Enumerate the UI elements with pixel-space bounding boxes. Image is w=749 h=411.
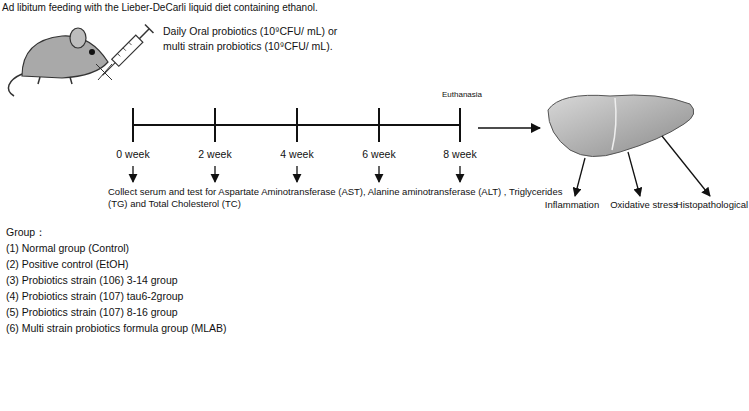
group-item: (4) Probiotics strain (107) tau6-2group bbox=[6, 290, 183, 304]
analysis-label: Inflammation bbox=[545, 199, 599, 211]
group-item: (1) Normal group (Control) bbox=[6, 242, 129, 256]
week-label: 8 week bbox=[443, 148, 476, 162]
analysis-label: Histopathological bbox=[676, 199, 748, 211]
group-heading: Group： bbox=[6, 226, 46, 240]
euthanasia-arrow bbox=[478, 127, 540, 129]
group-item: (2) Positive control (EtOH) bbox=[6, 258, 129, 272]
treatment-note: Daily Oral probiotics (10⁹CFU/ mL) or bbox=[163, 25, 337, 39]
diet-note: Ad libitum feeding with the Lieber-DeCar… bbox=[2, 1, 318, 14]
group-item: (3) Probiotics strain (106) 3-14 group bbox=[6, 274, 178, 288]
treatment-note: multi strain probiotics (10⁹CFU/ mL). bbox=[163, 40, 333, 54]
week-label: 2 week bbox=[198, 148, 231, 162]
liver-illustration bbox=[548, 95, 694, 157]
timeline bbox=[133, 108, 460, 142]
endpoint-label: Euthanasia bbox=[442, 90, 482, 100]
week-label: 4 week bbox=[280, 148, 313, 162]
analysis-label: Oxidative stress bbox=[610, 199, 678, 211]
group-item: (6) Multi strain probiotics formula grou… bbox=[6, 322, 227, 336]
sampling-note: Collect serum and test for Aspartate Ami… bbox=[108, 186, 578, 211]
week-label: 6 week bbox=[362, 148, 395, 162]
analysis-arrows bbox=[575, 136, 710, 196]
group-item: (5) Probiotics strain (107) 8-16 group bbox=[6, 306, 178, 320]
week-label: 0 week bbox=[116, 148, 149, 162]
sampling-arrows bbox=[133, 166, 460, 182]
mouse-illustration bbox=[8, 28, 112, 96]
syringe-illustration bbox=[98, 25, 153, 80]
